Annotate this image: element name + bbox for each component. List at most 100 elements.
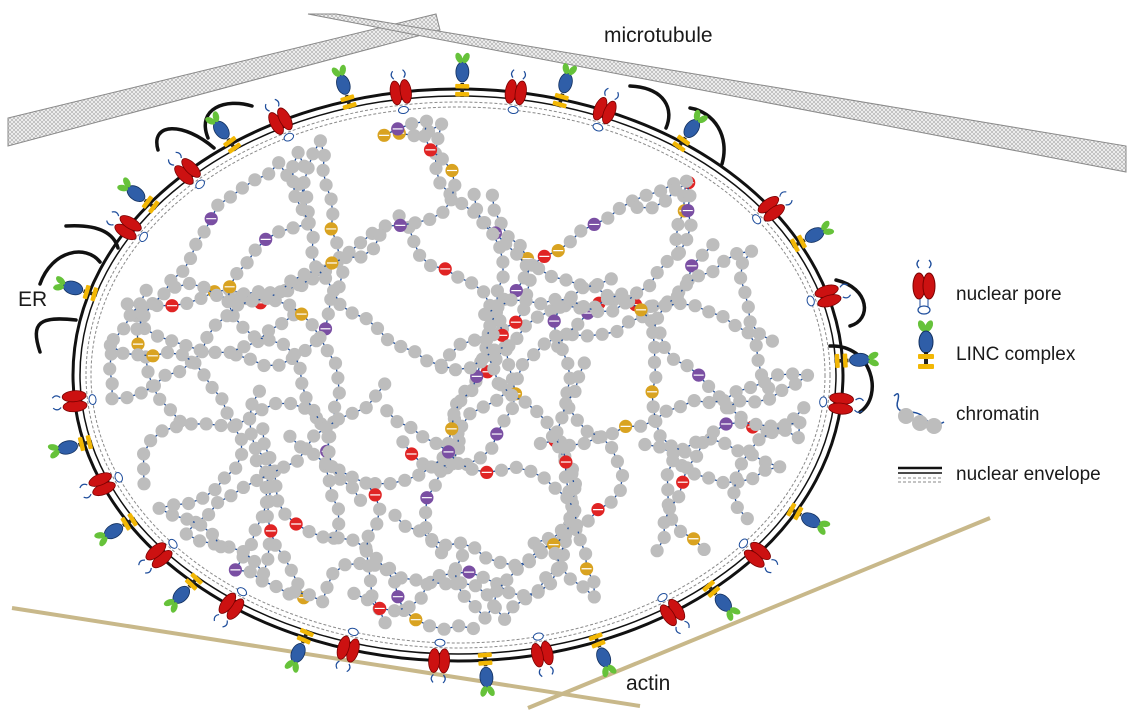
chromatin-bead [120,297,134,311]
chromatin-bead [419,114,434,128]
chromatin-bead [117,322,131,336]
chromatin-bead [697,542,711,557]
chromatin-bead [302,525,316,539]
chromatin-bead [558,470,573,484]
chromatin-bead [451,270,465,284]
chromatin-bead [133,297,147,311]
chromatin-bead [730,500,744,514]
chromatin-bead [379,563,393,577]
chromatin-bead [650,544,664,558]
chromatin-bead [413,248,427,262]
chromatin-bead [568,503,582,517]
chromatin-bead [120,391,134,405]
chromatin-bead [321,307,335,321]
chromatin-bead [561,356,575,371]
chromatin-bead [359,401,373,415]
chromatin-bead [639,188,653,202]
chromatin-bead [412,468,426,482]
chromatin-bead [363,574,378,588]
chromatin-bead [452,619,466,633]
linc-complex-icon [588,632,617,678]
linc-complex-icon [917,320,934,369]
chromatin-bead [778,423,792,437]
chromatin-bead [657,340,671,354]
chromatin-fiber [448,378,579,625]
chromatin-bead [345,470,359,484]
chromatin-bead [442,348,457,362]
legend-label-linc-complex: LINC complex [956,344,1076,365]
chromatin-fiber [221,217,368,507]
chromatin-bead [144,434,158,448]
chromatin-bead [388,575,402,589]
chromatin-bead [235,181,249,195]
chromatin-bead [545,429,560,443]
chromatin-bead [272,225,286,239]
chromatin-bead [299,442,313,456]
chromatin-bead [164,273,178,288]
legend: nuclear pore LINC complex chromatin nucl… [893,259,1101,485]
chromatin-bead [504,293,518,307]
chromatin-bead [331,371,345,385]
chromatin-bead [146,297,160,311]
chromatin-bead [752,327,766,341]
chromatin-bead [202,507,216,522]
chromatin-bead [555,342,569,357]
chromatin-bead [116,346,130,360]
chromatin-bead [559,273,573,287]
linc-complex-icon [702,580,741,621]
chromatin-bead [466,621,480,636]
chromatin-bead [179,527,193,541]
linc-complex-icon [47,435,93,459]
chromatin-fiber [396,187,523,475]
chromatin-bead [439,538,453,552]
chromatin-bead [398,519,412,533]
chromatin-bead [287,347,302,362]
chromatin-bead [247,330,261,344]
linc-complex-icon [94,512,138,547]
chromatin-bead [180,296,194,310]
chromatin-bead [420,354,434,368]
chromatin-fiber [179,377,392,581]
microtubule-filament [7,13,1127,173]
chromatin-bead [131,348,145,362]
chromatin-bead [235,447,249,461]
chromatin-bead [658,298,672,312]
chromatin-bead [650,266,664,280]
chromatin-bead [558,528,573,542]
chromatin-bead [740,511,754,526]
chromatin-bead [227,419,241,433]
chromatin-bead [257,358,271,373]
chromatin-bead [643,279,657,293]
chromatin-bead [380,404,394,418]
chromatin-bead [244,427,258,441]
chromatin-bead [463,407,477,421]
chromatin-bead [673,400,688,414]
chromatin-bead [587,575,601,589]
chromatin-bead [366,242,381,256]
chromatin-fiber [645,244,780,459]
chromatin-bead [210,288,224,302]
chromatin-bead [287,585,302,599]
chromatin-bead [361,559,376,573]
chromatin-bead [477,285,491,299]
nuclear-pores [51,69,864,684]
chromatin-bead [412,524,427,538]
chromatin-bead [612,201,627,216]
chromatin-bead [493,555,507,570]
chromatin-bead [316,530,330,544]
chromatin-fiber [650,415,807,558]
chromatin-bead [437,622,451,636]
chromatin-bead [448,363,463,377]
chromatin-bead [408,345,422,359]
chromatin-fiber [106,283,153,347]
actin-label: actin [626,672,670,695]
chromatin-bead [502,358,516,372]
chromatin-bead [250,473,264,488]
chromatin-bead [402,600,416,614]
chromatin-bead [502,586,516,600]
chromatin-bead [468,333,482,347]
chromatin-bead [476,400,490,414]
chromatin-bead [548,481,562,495]
chromatin-bead [211,198,225,212]
